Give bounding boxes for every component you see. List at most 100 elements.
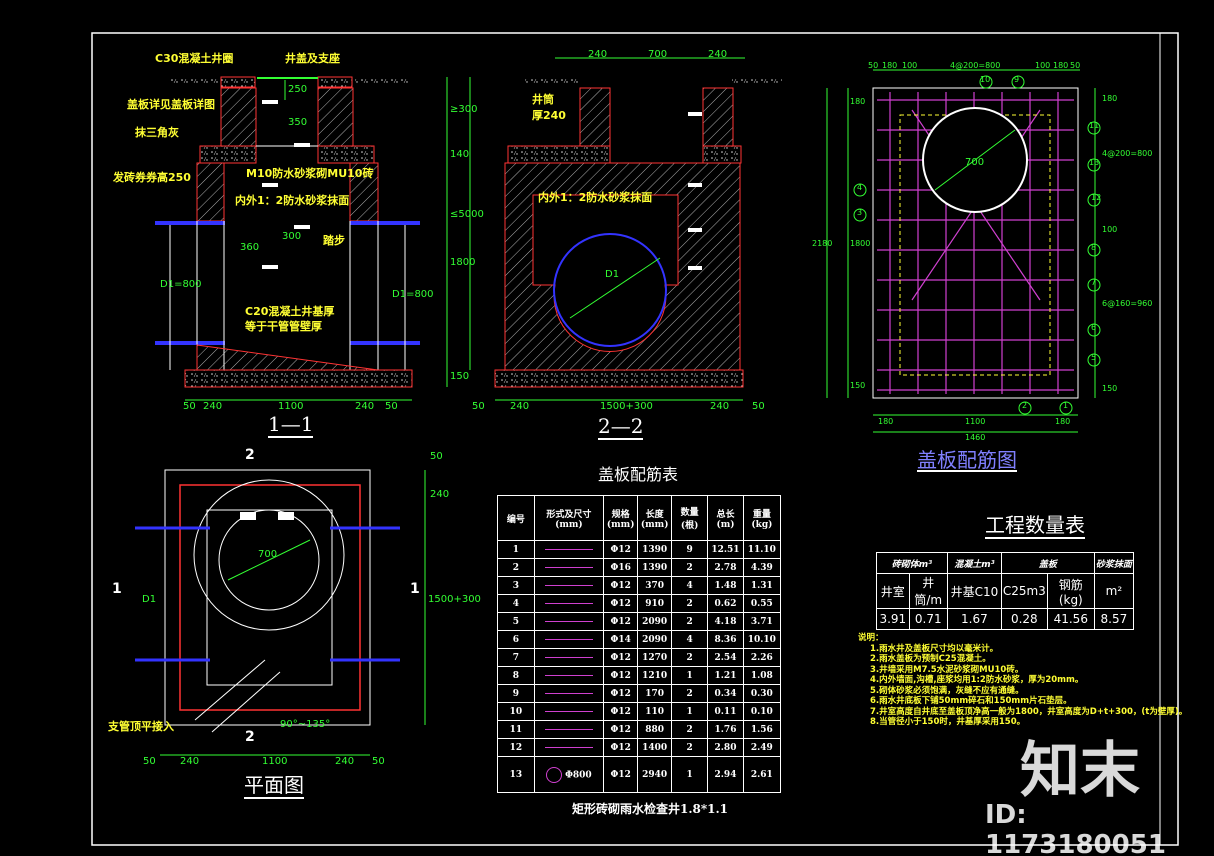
shape-label: Φ800 bbox=[565, 770, 592, 780]
plan-title: 平面图 bbox=[244, 773, 304, 799]
column-header: 混凝土m³ bbox=[946, 552, 1002, 574]
dim: 1100 bbox=[278, 401, 304, 412]
dim: 50 bbox=[1070, 61, 1081, 70]
table-cell: 12.51 bbox=[707, 540, 744, 559]
dim: 1500+300 bbox=[428, 594, 481, 605]
column-header: 钢筋(kg) bbox=[1046, 573, 1095, 609]
table-cell: Φ12 bbox=[602, 702, 639, 721]
table-cell: 2.80 bbox=[707, 738, 744, 757]
table-header-row: 编号 形式及尺寸 (mm) 规格 (mm) 长度 (mm) 数量 (根) 总长 … bbox=[497, 495, 782, 541]
table-cell: 2.26 bbox=[742, 648, 782, 667]
column-header: 总长 (m) bbox=[707, 495, 744, 541]
dim: D1 bbox=[605, 269, 620, 280]
table-cell: 10.10 bbox=[742, 630, 782, 649]
label-shaft-thick: 厚240 bbox=[532, 109, 566, 122]
rebar-marker: 2 bbox=[1022, 401, 1028, 410]
table-cell: 1210 bbox=[637, 666, 672, 685]
table-cell: 1.76 bbox=[707, 720, 744, 739]
rebar-marker: 9 bbox=[1014, 75, 1020, 84]
dim: 1500+300 bbox=[600, 401, 653, 412]
dim: 150 bbox=[1102, 384, 1118, 393]
table-cell: 0.11 bbox=[707, 702, 744, 721]
column-header: 砖砌体m³ bbox=[876, 552, 948, 574]
table-cell: 1390 bbox=[637, 558, 672, 577]
dim: 180 bbox=[1053, 61, 1069, 70]
dim: 180 bbox=[878, 417, 894, 426]
table-cell: 11.10 bbox=[742, 540, 782, 559]
circle-rebar-icon bbox=[546, 766, 563, 783]
section-mark: 1 bbox=[410, 581, 420, 597]
table-cell: 1.31 bbox=[742, 576, 782, 595]
dim: 180 bbox=[1102, 94, 1118, 103]
rebar-marker: 10 bbox=[980, 75, 991, 84]
column-header: 规格 (mm) bbox=[602, 495, 639, 541]
table-cell: Φ12 bbox=[602, 684, 639, 703]
shape-cell bbox=[533, 738, 604, 757]
dim: 240 bbox=[203, 401, 223, 412]
table-cell: 5 bbox=[497, 612, 535, 631]
label-plaster: 内外1：2防水砂浆抹面 bbox=[235, 194, 350, 207]
table-cell: 41.56 bbox=[1046, 608, 1095, 630]
dim: 180 bbox=[882, 61, 898, 70]
table-cell: 7 bbox=[497, 648, 535, 667]
straight-rebar-icon bbox=[544, 621, 593, 622]
note-item: 3.井墙采用M7.5水泥砂浆砌MU10砖。 bbox=[870, 664, 1024, 675]
dim: 360 bbox=[240, 242, 260, 253]
shape-cell bbox=[533, 576, 604, 595]
table-cell: 0.10 bbox=[742, 702, 782, 721]
dim: 50 bbox=[372, 756, 385, 767]
table-cell: 1.56 bbox=[742, 720, 782, 739]
dim: 700 bbox=[258, 549, 278, 560]
dim: 1460 bbox=[965, 433, 986, 442]
shape-cell: Φ800 bbox=[533, 756, 604, 793]
dim: 240 bbox=[180, 756, 200, 767]
table-cell: 2 bbox=[670, 612, 709, 631]
dim: 240 bbox=[355, 401, 375, 412]
straight-rebar-icon bbox=[544, 549, 593, 550]
table-cell: Φ16 bbox=[602, 558, 639, 577]
table-cell: 2.61 bbox=[742, 756, 782, 793]
column-header: 编号 bbox=[497, 495, 535, 541]
straight-rebar-icon bbox=[544, 693, 593, 694]
table-cell: Φ14 bbox=[602, 630, 639, 649]
label-triangle-plaster: 抹三角灰 bbox=[135, 126, 179, 139]
dim: 300 bbox=[282, 231, 302, 242]
table-cell: 2 bbox=[670, 558, 709, 577]
table-cell: 0.28 bbox=[1000, 608, 1048, 630]
table-cell: 1 bbox=[670, 702, 709, 721]
shape-cell bbox=[533, 720, 604, 739]
table-header-row: 砖砌体m³ 混凝土m³ 盖板 砂浆抹面 bbox=[876, 552, 1135, 574]
table-cell: 0.30 bbox=[742, 684, 782, 703]
table-cell: Φ12 bbox=[602, 540, 639, 559]
table-cell: 2 bbox=[670, 648, 709, 667]
quantity-table-title: 工程数量表 bbox=[985, 513, 1085, 539]
table-cell: 8.36 bbox=[707, 630, 744, 649]
quantity-table: 砖砌体m³ 混凝土m³ 盖板 砂浆抹面 井室 井筒/m 井基C10 C25m3 … bbox=[876, 552, 1135, 630]
table-cell: 9 bbox=[670, 540, 709, 559]
dim: 90°~135° bbox=[280, 719, 331, 730]
column-header: m² bbox=[1093, 573, 1135, 609]
table-cell: 1 bbox=[670, 756, 709, 793]
dim: 50 bbox=[868, 61, 879, 70]
table-cell: 2.78 bbox=[707, 558, 744, 577]
table-cell: 1390 bbox=[637, 540, 672, 559]
rebar-marker: 11 bbox=[1089, 121, 1100, 130]
cover-plate-title: 盖板配筋图 bbox=[917, 448, 1017, 472]
dim: 6@160=960 bbox=[1102, 299, 1153, 308]
table-subheader-row: 井室 井筒/m 井基C10 C25m3 钢筋(kg) m² bbox=[876, 573, 1135, 609]
dim: 1800 bbox=[450, 257, 476, 268]
table-cell: 2 bbox=[670, 594, 709, 613]
dim: 150 bbox=[450, 371, 470, 382]
table-cell: 1.67 bbox=[946, 608, 1002, 630]
rebar-marker: 8 bbox=[1091, 243, 1097, 252]
table-cell: 4.18 bbox=[707, 612, 744, 631]
table-cell: 4 bbox=[670, 576, 709, 595]
dim: 240 bbox=[710, 401, 730, 412]
table-cell: 12 bbox=[497, 738, 535, 757]
